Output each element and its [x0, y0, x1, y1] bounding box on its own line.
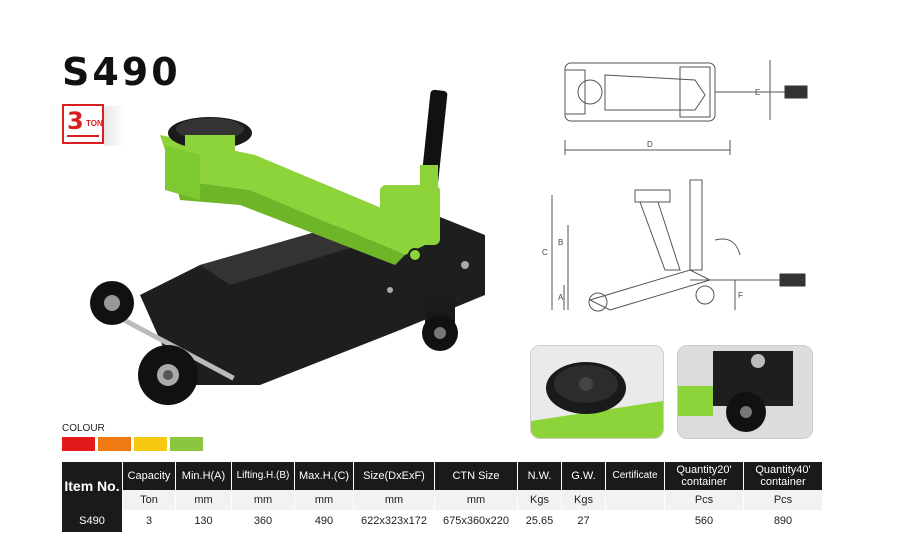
header-min-h: Min.H(A)	[175, 462, 232, 490]
unit-nw: Kgs	[517, 490, 562, 510]
unit-size: mm	[353, 490, 435, 510]
dimension-label-d: D	[647, 140, 653, 149]
value-qty40: 890	[743, 510, 823, 532]
jack-rear-caster	[422, 295, 458, 351]
dimension-label-c: C	[542, 248, 548, 257]
unit-qty20: Pcs	[664, 490, 744, 510]
model-title: S490	[62, 50, 181, 94]
header-max-h: Max.H.(C)	[294, 462, 354, 490]
value-min-h: 130	[175, 510, 232, 532]
header-lifting-h: Lifting.H.(B)	[231, 462, 295, 490]
colour-swatch-green	[170, 437, 203, 451]
colour-swatch-red	[62, 437, 95, 451]
capacity-underline	[67, 135, 99, 137]
technical-drawing-top: D E	[564, 60, 808, 155]
unit-gw: Kgs	[561, 490, 606, 510]
unit-min-h: mm	[175, 490, 232, 510]
value-lifting-h: 360	[231, 510, 295, 532]
value-certificate	[605, 510, 665, 532]
ton-badge-shadow	[104, 106, 124, 146]
floor-jack-photo	[90, 89, 485, 405]
header-gw: G.W.	[561, 462, 606, 490]
value-item-no: S490	[62, 510, 123, 532]
spec-units-row: Ton mm mm mm mm mm Kgs Kgs Pcs Pcs	[62, 490, 823, 510]
header-ctn-size: CTN Size	[434, 462, 518, 490]
value-gw: 27	[561, 510, 606, 532]
colour-swatches	[62, 437, 203, 451]
colour-swatch-yellow	[134, 437, 167, 451]
value-max-h: 490	[294, 510, 354, 532]
technical-drawing-side: C B A F	[542, 179, 806, 312]
header-qty40: Quantity40' container	[743, 462, 823, 490]
dimension-label-a: A	[558, 293, 564, 302]
value-ctn-size: 675x360x220	[434, 510, 518, 532]
header-nw: N.W.	[517, 462, 562, 490]
value-capacity: 3	[122, 510, 176, 532]
jack-front-wheel-right	[138, 345, 198, 405]
unit-capacity: Ton	[122, 490, 176, 510]
value-size: 622x323x172	[353, 510, 435, 532]
capacity-unit: TON	[86, 119, 103, 128]
value-nw: 25.65	[517, 510, 562, 532]
unit-ctn-size: mm	[434, 490, 518, 510]
spec-header-row: Item No. Capacity Min.H(A) Lifting.H.(B)…	[62, 462, 823, 510]
header-item-no: Item No.	[62, 462, 123, 510]
capacity-badge: 3 TON	[62, 104, 104, 144]
unit-certificate	[605, 490, 665, 510]
dimension-label-f: F	[738, 291, 743, 300]
unit-qty40: Pcs	[743, 490, 823, 510]
colour-label: COLOUR	[62, 423, 105, 434]
detail-photo-saddle	[530, 345, 664, 439]
value-qty20: 560	[664, 510, 744, 532]
unit-lifting-h: mm	[231, 490, 295, 510]
header-size: Size(DxExF)	[353, 462, 435, 490]
spec-table: Item No. Capacity Min.H(A) Lifting.H.(B)…	[62, 462, 823, 532]
capacity-number: 3	[67, 107, 84, 135]
spec-values-row: S490 3 130 360 490 622x323x172 675x360x2…	[62, 510, 823, 532]
dimension-label-e: E	[755, 88, 760, 97]
header-capacity: Capacity	[122, 462, 176, 490]
jack-front-wheel-left	[90, 281, 134, 325]
dimension-label-b: B	[558, 238, 563, 247]
jack-lift-arm	[160, 135, 425, 255]
header-qty20: Quantity20' container	[664, 462, 744, 490]
colour-swatch-orange	[98, 437, 131, 451]
detail-photo-caster	[677, 345, 813, 439]
unit-max-h: mm	[294, 490, 354, 510]
header-certificate: Certificate	[605, 462, 665, 490]
